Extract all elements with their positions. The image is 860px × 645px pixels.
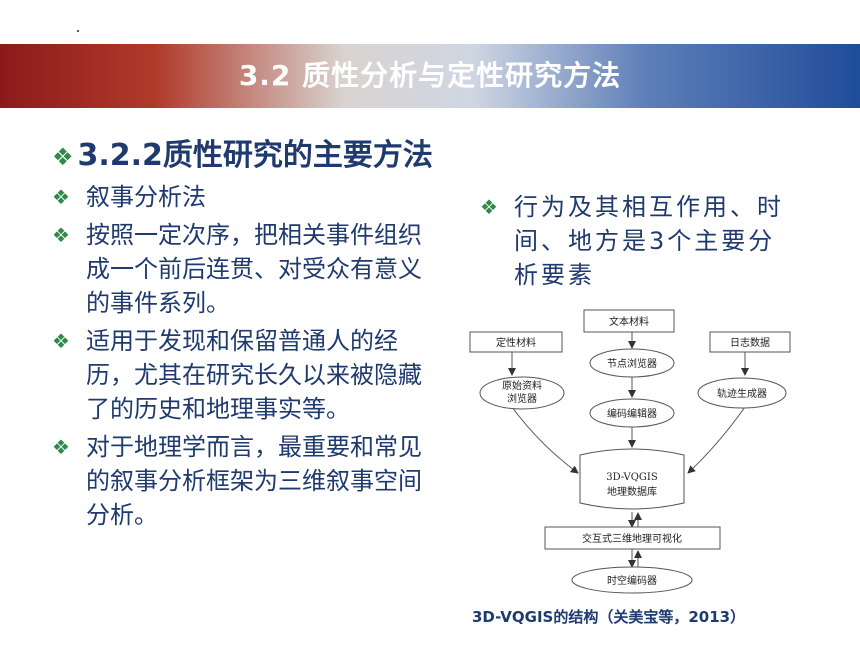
label-interactive-vis: 交互式三维地理可视化 xyxy=(582,532,682,545)
left-bullet-list: ❖ 叙事分析法 ❖ 按照一定次序，把相关事件组织成一个前后连贯、对受众有意义的事… xyxy=(52,180,432,536)
ellipse-raw-browser xyxy=(479,376,565,410)
label-db-2: 地理数据库 xyxy=(607,485,657,498)
diamond-bullet-icon: ❖ xyxy=(52,223,70,247)
label-node-browser: 节点浏览器 xyxy=(607,357,657,370)
architecture-diagram: 文本材料 定性材料 日志数据 节点浏览器 原始资料 浏览器 轨迹生成器 编码编辑… xyxy=(469,309,791,594)
box-text-material xyxy=(583,309,675,333)
cylinder-database xyxy=(579,448,685,510)
arrow-raw-to-db xyxy=(511,406,579,474)
figure-caption: 3D-VQGIS的结构（关美宝等，2013） xyxy=(472,608,746,626)
title-banner xyxy=(0,44,860,108)
diamond-bullet-icon: ❖ xyxy=(480,195,501,219)
slide-title: 3.2 质性分析与定性研究方法 xyxy=(238,59,622,92)
box-log-data xyxy=(709,331,791,353)
label-trajectory-generator: 轨迹生成器 xyxy=(717,387,767,400)
list-item-text: 对于地理学而言，最重要和常见的叙事分析框架为三维叙事空间分析。 xyxy=(86,433,422,529)
ellipse-spacetime-coder xyxy=(571,566,693,594)
ellipse-node-browser xyxy=(589,348,675,378)
label-qualitative-material: 定性材料 xyxy=(496,336,536,349)
section-heading-text: 3.2.2质性研究的主要方法 xyxy=(77,138,433,173)
list-item-text: 按照一定次序，把相关事件组织成一个前后连贯、对受众有意义的事件系列。 xyxy=(86,221,422,317)
label-log-data: 日志数据 xyxy=(730,336,770,349)
label-db-1: 3D-VQGIS xyxy=(606,472,658,483)
label-raw-browser-2: 浏览器 xyxy=(507,392,537,405)
right-bullet-text: 行为及其相互作用、时间、地方是3个主要分析要素 xyxy=(514,193,784,289)
arrow-traj-to-db xyxy=(687,406,746,474)
list-item: ❖ 适用于发现和保留普通人的经历，尤其在研究长久以来被隐藏了的历史和地理事实等。 xyxy=(52,324,432,426)
ellipse-coding-editor xyxy=(589,398,675,428)
ellipse-trajectory-generator xyxy=(697,377,787,409)
right-bullet: ❖ 行为及其相互作用、时间、地方是3个主要分析要素 xyxy=(480,190,800,292)
diamond-bullet-icon: ❖ xyxy=(52,435,70,459)
label-text-material: 文本材料 xyxy=(609,315,649,328)
list-item: ❖ 对于地理学而言，最重要和常见的叙事分析框架为三维叙事空间分析。 xyxy=(52,430,432,532)
label-coding-editor: 编码编辑器 xyxy=(607,407,657,420)
box-qualitative-material xyxy=(469,331,563,353)
diamond-bullet-icon: ❖ xyxy=(52,185,70,209)
label-spacetime-coder: 时空编码器 xyxy=(607,574,657,587)
decorative-dot xyxy=(77,30,79,32)
box-interactive-vis xyxy=(544,526,721,550)
section-heading: ❖3.2.2质性研究的主要方法 xyxy=(52,130,433,174)
list-item-text: 叙事分析法 xyxy=(86,183,206,211)
list-item: ❖ 叙事分析法 xyxy=(52,180,432,214)
list-item: ❖ 按照一定次序，把相关事件组织成一个前后连贯、对受众有意义的事件系列。 xyxy=(52,218,432,320)
diamond-bullet-icon: ❖ xyxy=(52,143,74,171)
list-item-text: 适用于发现和保留普通人的经历，尤其在研究长久以来被隐藏了的历史和地理事实等。 xyxy=(86,327,422,423)
label-raw-browser-1: 原始资料 xyxy=(502,379,542,392)
diamond-bullet-icon: ❖ xyxy=(52,329,70,353)
